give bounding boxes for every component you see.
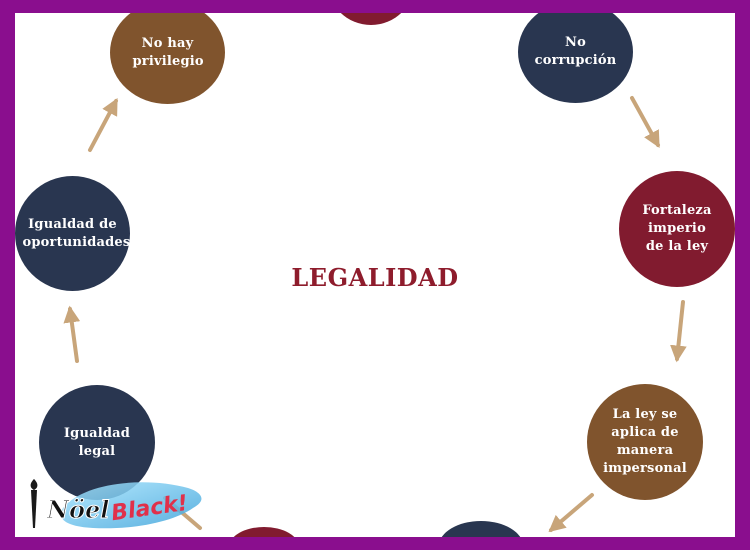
cycle-arrows [63, 96, 687, 533]
node-igualdad-de-oportunidades: Igualdad de oportunidades [15, 176, 130, 291]
noel-black-watermark-logo: Nöel Black! [30, 479, 202, 529]
node-no-corrupcion: No corrupción [518, 13, 633, 103]
node-fortaleza-imperio-de-la-ley: Fortaleza imperio de la ley [619, 171, 735, 287]
svg-text:Nöel: Nöel [46, 495, 109, 524]
diagram-title: LEGALIDAD [291, 263, 459, 292]
arrow-to-igualdad-oportunidades [63, 305, 81, 363]
node-igualdad-legal: Igualdad legal [39, 385, 155, 500]
diagram-canvas: No hay privilegio No corrupción Fortalez… [15, 13, 735, 537]
arrow-to-no-privilegio [88, 98, 118, 152]
arrow-to-fortaleza [630, 96, 660, 148]
arrow-to-bottom-right [548, 493, 594, 533]
node-no-privilegio: No hay privilegio [110, 13, 225, 104]
node-bottom-left-partial [229, 527, 299, 537]
node-ley-impersonal: La ley se aplica de manera impersonal [587, 384, 703, 500]
node-bottom-right-partial [439, 521, 523, 537]
arrow-to-ley-impersonal [670, 300, 687, 363]
torch-icon [30, 479, 38, 528]
